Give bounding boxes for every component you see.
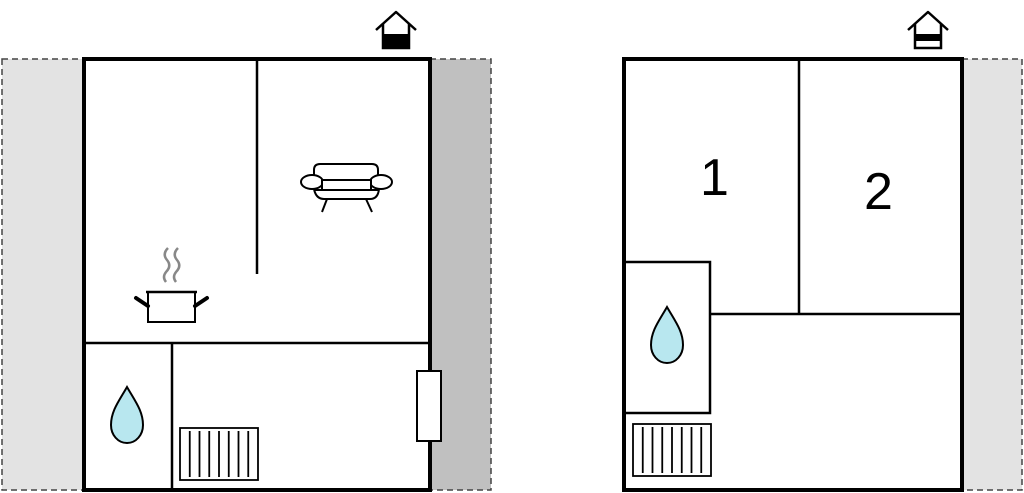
house-entrance-icon [375,10,417,50]
sofa-icon [300,163,393,213]
room-label-1: 1 [700,149,729,207]
cooking-pot-icon [134,247,209,323]
bathroom-wall [622,260,712,415]
radiator-icon [179,427,259,481]
water-drop-icon [109,384,145,445]
terrace-right [961,58,1023,491]
upper-floor: 1 2 [622,10,1023,492]
house-entrance-icon [907,10,949,50]
radiator-icon [632,423,712,477]
room-label-2: 2 [864,163,893,221]
door [416,370,442,442]
water-drop-icon [649,304,685,365]
outer-wall [622,57,964,492]
ground-floor [1,10,492,492]
terrace-left [1,58,85,491]
